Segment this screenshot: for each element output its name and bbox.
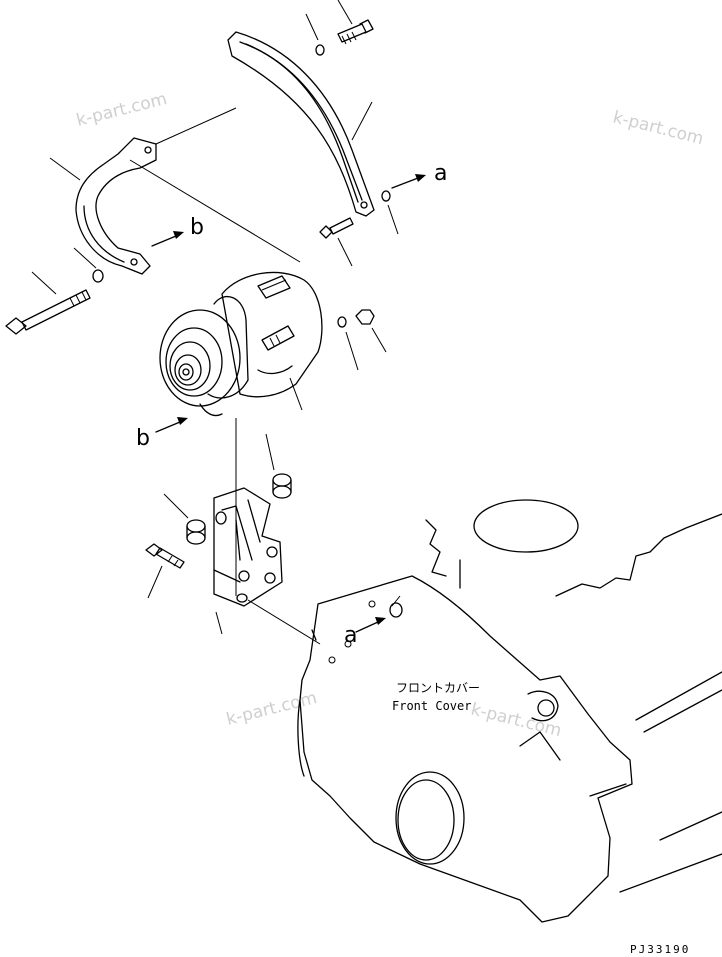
- arrow-a-lower: [355, 617, 386, 633]
- arrow-a-upper: [391, 174, 426, 189]
- alt-washer: [337, 316, 347, 328]
- leader-alternator: [289, 377, 303, 411]
- leader-mounting-bracket: [215, 611, 223, 635]
- adjusting-bracket: [227, 31, 375, 217]
- alt-nut: [355, 309, 375, 325]
- leader-cover: [49, 157, 81, 181]
- callout-a-upper: a: [434, 161, 447, 186]
- watermark-3: k-part.com: [224, 688, 319, 730]
- engine-block: [425, 499, 722, 893]
- spacer-upper: [272, 473, 292, 499]
- leader-long-bolt: [31, 271, 57, 295]
- leader-bracket-bolt: [147, 565, 163, 599]
- leader-spacer-upper: [265, 433, 275, 471]
- front-cover-label-en: Front Cover: [392, 699, 471, 713]
- top-bolt: [337, 19, 374, 45]
- cover-washer: [92, 269, 104, 283]
- alternator: [159, 271, 323, 417]
- spacer-lower: [186, 519, 206, 545]
- leader-bracket: [351, 101, 373, 141]
- bracket-washer: [381, 190, 391, 202]
- callout-a-lower: a: [344, 623, 357, 648]
- leader-alt-nut: [371, 327, 387, 353]
- mounting-bracket: [213, 487, 283, 607]
- top-washer: [315, 44, 325, 56]
- arrow-b-upper: [151, 231, 184, 247]
- alternator-cover: [75, 137, 157, 275]
- watermark-1: k-part.com: [74, 89, 169, 131]
- leader-top-washer: [305, 13, 319, 41]
- watermark-4: k-part.com: [469, 699, 564, 741]
- front-cover-label-jp: フロントカバー: [396, 681, 480, 695]
- figure-code: PJ33190: [630, 943, 690, 956]
- front-cover: [297, 575, 633, 923]
- callout-b-lower: b: [136, 426, 150, 451]
- leader-bracket-washer: [387, 204, 399, 235]
- leader-spacer-lower: [163, 493, 189, 519]
- watermark-2: k-part.com: [611, 107, 706, 149]
- centerline-1: [155, 107, 237, 145]
- leader-middle-bolt: [337, 237, 353, 267]
- bracket-bolt: [145, 543, 185, 569]
- centerline-4: [247, 599, 321, 645]
- leader-cover-washer: [73, 247, 97, 269]
- long-bolt: [5, 289, 91, 335]
- leader-alt-washer: [345, 331, 359, 371]
- leader-top-bolt: [337, 0, 353, 25]
- centerline-2: [129, 159, 301, 263]
- arrow-b-lower: [155, 417, 188, 433]
- callout-b-upper: b: [190, 215, 204, 240]
- middle-bolt: [319, 217, 354, 239]
